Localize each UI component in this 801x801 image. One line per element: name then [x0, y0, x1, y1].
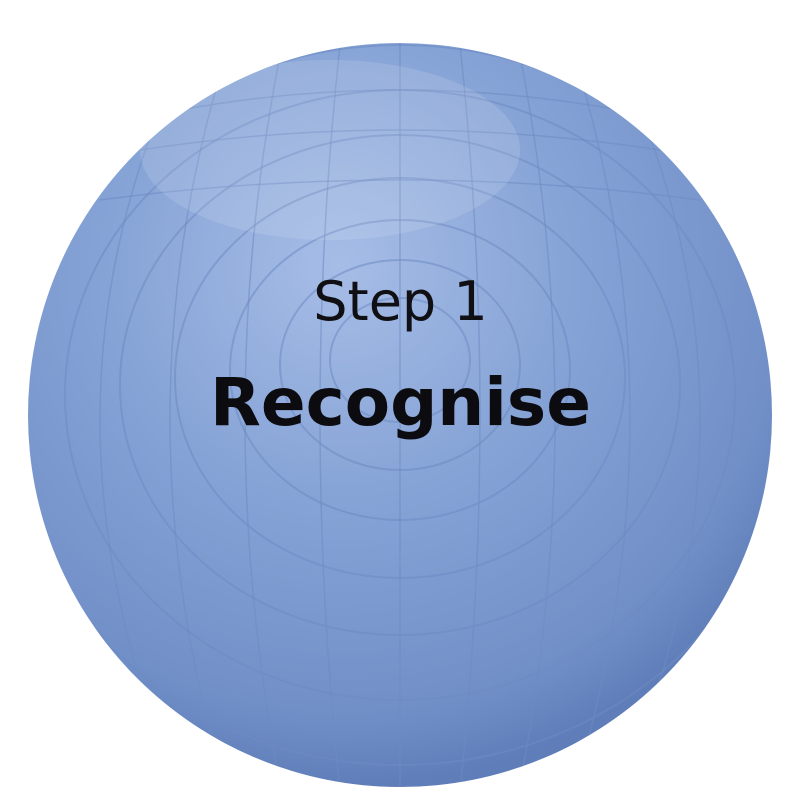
- step-title: Recognise: [210, 364, 591, 441]
- step-number: Step 1: [313, 270, 488, 333]
